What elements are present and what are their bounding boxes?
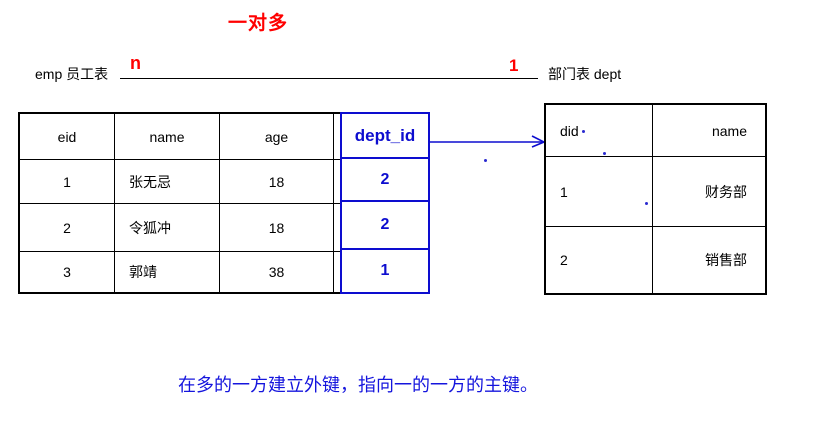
relationship-line	[120, 78, 538, 79]
fk-arrow-right-icon	[429, 135, 546, 148]
table-cell: 2	[20, 204, 115, 252]
emp-header-name: name	[115, 114, 220, 160]
fk-value: 2	[342, 159, 428, 202]
table-cell: 郭靖	[115, 252, 220, 292]
table-cell: 38	[220, 252, 334, 292]
fk-value: 2	[342, 202, 428, 250]
ink-dot	[645, 202, 648, 205]
ink-dot	[582, 130, 585, 133]
table-cell: 销售部	[705, 252, 747, 268]
table-cell: 3	[20, 252, 115, 292]
emp-header-eid: eid	[20, 114, 115, 160]
table-cell: 2	[546, 227, 653, 293]
dept-header-did: did	[546, 105, 653, 157]
dept-header-name: name	[653, 105, 765, 157]
table-cell: 1	[20, 160, 115, 204]
emp-table: eid name age 1 张无忌 18 2 令狐冲 18 3 郭靖 38	[18, 112, 430, 294]
cardinality-many-label: n	[130, 53, 141, 73]
diagram-caption: 在多的一方建立外键，指向一的一方的主键。	[178, 375, 538, 395]
emp-header-age: age	[220, 114, 334, 160]
ink-dot	[484, 159, 487, 162]
cardinality-one-label: 1	[509, 56, 519, 75]
fk-column-header: dept_id	[342, 114, 428, 159]
table-cell: 张无忌	[115, 160, 220, 204]
diagram-title: 一对多	[228, 13, 289, 34]
table-cell: 1	[546, 157, 653, 227]
ink-dot	[603, 152, 606, 155]
table-cell: 18	[220, 160, 334, 204]
dept-table-label: 部门表 dept	[548, 66, 622, 82]
table-cell: 18	[220, 204, 334, 252]
table-cell: 令狐冲	[115, 204, 220, 252]
table-cell: 财务部	[653, 157, 765, 227]
dept-table: did name 1 财务部 2 销售部	[544, 103, 767, 295]
fk-value: 1	[380, 262, 390, 279]
emp-table-label: emp 员工表	[35, 66, 109, 82]
fk-column-deptid: dept_id 2 2 1	[340, 112, 430, 294]
